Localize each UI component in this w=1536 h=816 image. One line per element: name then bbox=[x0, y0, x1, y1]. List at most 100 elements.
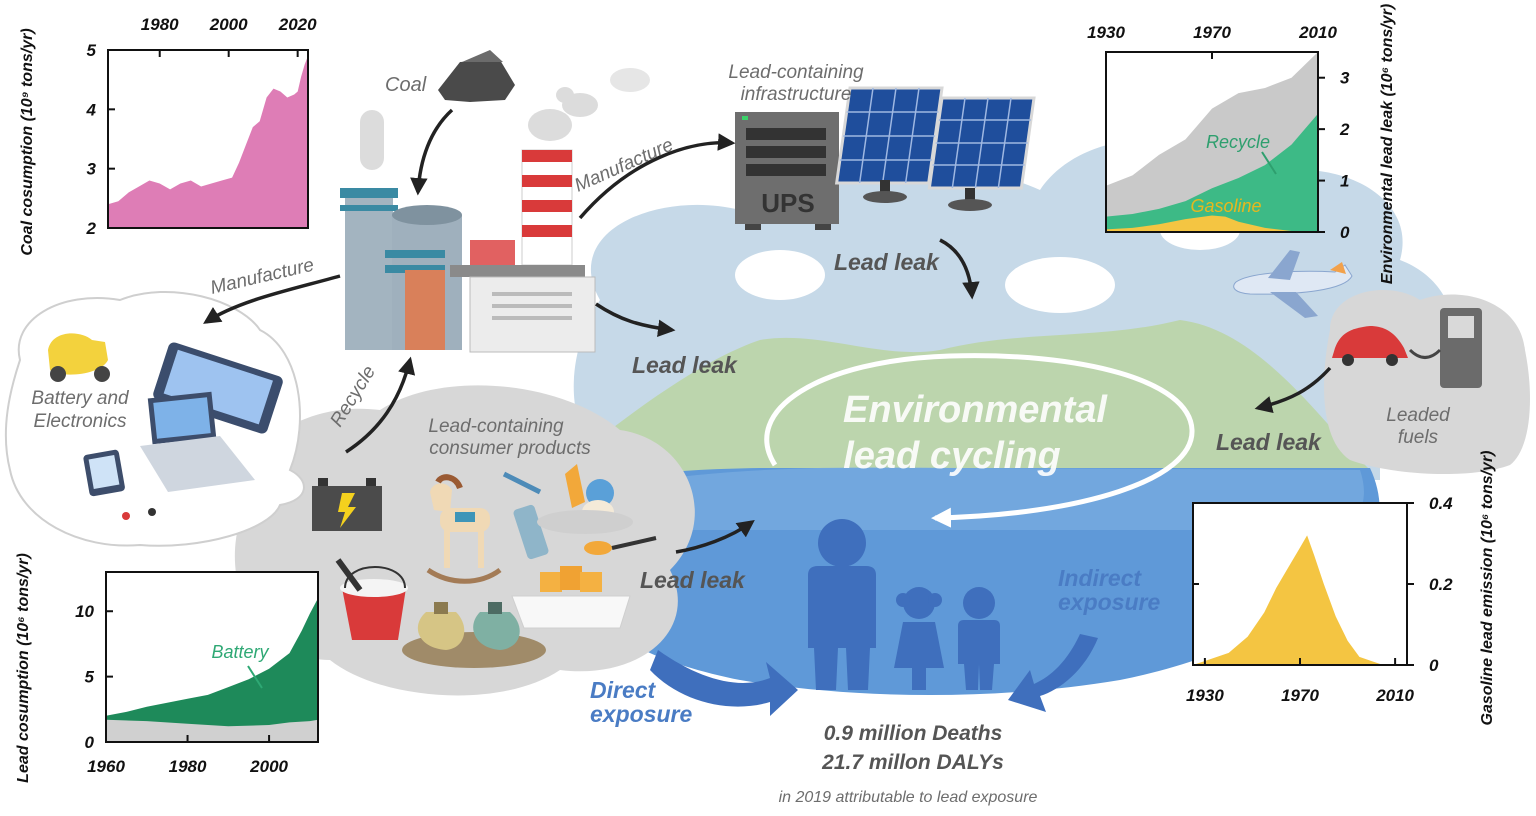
girl-figure bbox=[894, 587, 944, 690]
consumer-products-illustration bbox=[312, 464, 657, 668]
lead-cycling-loop bbox=[764, 353, 1195, 528]
small-cloud-2 bbox=[1005, 257, 1115, 313]
infrastructure-label-2: infrastructure bbox=[741, 84, 852, 105]
coal-y-tick-label: 5 bbox=[87, 41, 97, 60]
indirect-exposure-label-1: Indirect bbox=[1058, 565, 1142, 591]
coal-plant-illustration bbox=[340, 68, 650, 353]
cosmetics-icon bbox=[502, 464, 633, 560]
people-figures bbox=[808, 519, 1000, 690]
coal-y-tick-label: 3 bbox=[87, 160, 97, 179]
lead-leak-consumer-label: Lead leak bbox=[640, 567, 746, 593]
gas-x-tick-label: 1970 bbox=[1281, 686, 1319, 705]
direct-exposure-arrow bbox=[650, 650, 798, 716]
env-y-tick-label: 0 bbox=[1340, 223, 1350, 242]
gas-y-tick-label: 0 bbox=[1429, 656, 1439, 675]
cycling-label-1: Environmental bbox=[843, 389, 1108, 431]
lead-y-tick-label: 0 bbox=[85, 733, 95, 752]
exposure-arrows bbox=[650, 634, 1098, 716]
airplane-icon bbox=[1233, 250, 1353, 318]
gas-y-axis-title: Gasoline lead emission (10⁶ tons/yr) bbox=[1479, 450, 1496, 725]
env-y-tick-label: 2 bbox=[1339, 120, 1350, 139]
dalys-label: 21.7 millon DALYs bbox=[821, 751, 1004, 774]
coal-pile-icon bbox=[438, 50, 515, 102]
lead-x-tick-label: 1980 bbox=[169, 757, 207, 776]
solar-panel-1 bbox=[834, 86, 944, 185]
env-x-tick-label: 1930 bbox=[1087, 23, 1125, 42]
pottery-icon bbox=[402, 602, 546, 668]
consumer-label-1: Lead-containing bbox=[428, 416, 564, 437]
attribution-label: in 2019 attributable to lead exposure bbox=[779, 789, 1038, 806]
lead-battery-area bbox=[106, 598, 318, 742]
adult-figure bbox=[808, 519, 876, 690]
infra-leak-arrow bbox=[939, 238, 980, 300]
env-y-tick-label: 3 bbox=[1340, 69, 1350, 88]
indirect-exposure-arrow bbox=[1008, 634, 1098, 712]
env-recycle-series-label: Recycle bbox=[1206, 132, 1270, 152]
env-x-tick-label: 1970 bbox=[1193, 23, 1231, 42]
consumer-leak-arrow bbox=[675, 519, 755, 554]
coal-x-tick-label: 1980 bbox=[141, 15, 179, 34]
coal-y-tick-label: 4 bbox=[86, 100, 97, 119]
lead-leak-factory-label: Lead leak bbox=[632, 352, 738, 378]
indirect-exposure-label-2: exposure bbox=[1058, 589, 1160, 615]
bucket-icon bbox=[335, 558, 408, 640]
lead-y-axis-title: Lead cosumption (10⁶ tons/yr) bbox=[15, 553, 32, 783]
battery-label-1: Battery and bbox=[31, 388, 130, 409]
env-y-tick-label: 1 bbox=[1340, 172, 1349, 191]
lead-y-tick-label: 5 bbox=[85, 668, 95, 687]
lead-leak-fuels-label: Lead leak bbox=[1216, 429, 1322, 455]
cycling-label-2: lead cycling bbox=[843, 435, 1061, 477]
coal-y-tick-label: 2 bbox=[86, 219, 97, 238]
consumer-label-2: consumer products bbox=[429, 438, 591, 459]
small-cloud-1 bbox=[735, 250, 825, 300]
lead-x-tick-label: 2000 bbox=[249, 757, 288, 776]
lead-battery-pointer bbox=[247, 665, 263, 689]
water-light bbox=[560, 467, 1364, 530]
manufacture-top-label: Manufacture bbox=[571, 134, 676, 196]
gas-x-tick-label: 2010 bbox=[1375, 686, 1414, 705]
coal-y-axis-title: Coal cosumption (10⁹ tons/yr) bbox=[19, 28, 36, 255]
boy-figure bbox=[958, 587, 1000, 690]
infrastructure-illustration bbox=[735, 86, 1036, 230]
coal-x-tick-label: 2020 bbox=[278, 15, 317, 34]
lead-chart-border bbox=[105, 571, 319, 743]
ups-label: UPS bbox=[761, 188, 814, 218]
factory-leak-arrow bbox=[595, 302, 676, 337]
direct-exposure-label-2: exposure bbox=[590, 701, 692, 727]
solar-panel-2 bbox=[927, 96, 1036, 190]
coal-chart-border bbox=[107, 49, 309, 229]
gas-y-tick-label: 0.2 bbox=[1429, 575, 1453, 594]
lead-battery-series-label: Battery bbox=[211, 642, 269, 662]
env-x-tick-label: 2010 bbox=[1298, 23, 1337, 42]
env-recycle-pointer bbox=[1261, 151, 1277, 175]
env-gasoline-series-label: Gasoline bbox=[1190, 196, 1261, 216]
deaths-label: 0.9 million Deaths bbox=[824, 722, 1003, 745]
lead-x-tick-label: 1960 bbox=[87, 757, 125, 776]
coal-area bbox=[108, 55, 308, 228]
coal-label: Coal bbox=[385, 74, 427, 96]
leaded-fuels-label-2: fuels bbox=[1398, 427, 1439, 448]
leaded-fuels-label-1: Leaded bbox=[1386, 405, 1451, 426]
lead-leak-infra-label: Lead leak bbox=[834, 249, 940, 275]
manufacture-electronics-arrow bbox=[203, 274, 341, 324]
rocking-horse-icon bbox=[426, 474, 502, 584]
env-area-gasoline bbox=[1106, 215, 1318, 232]
env-area-recycle bbox=[1106, 113, 1318, 232]
car-battery-icon bbox=[312, 478, 382, 531]
gasoline-area bbox=[1193, 535, 1407, 665]
food-dish-icon bbox=[511, 536, 657, 629]
direct-exposure-label-1: Direct bbox=[590, 677, 657, 703]
gas-x-tick-label: 1930 bbox=[1186, 686, 1224, 705]
recycle-arrow bbox=[345, 356, 416, 454]
car-fuel-pump-icon bbox=[1332, 308, 1482, 388]
fuels-leak-arrow bbox=[1254, 366, 1332, 414]
coal-arrow bbox=[410, 108, 454, 196]
lead-other-area bbox=[106, 719, 318, 742]
manufacture-left-label: Manufacture bbox=[208, 255, 316, 299]
coal-x-tick-label: 2000 bbox=[209, 15, 248, 34]
infrastructure-label-1: Lead-containing bbox=[728, 62, 864, 83]
coal-consumption-chart: 1980 2000 2020 2 3 4 5 Coal cosumption (10⁹ ton… bbox=[19, 15, 317, 256]
